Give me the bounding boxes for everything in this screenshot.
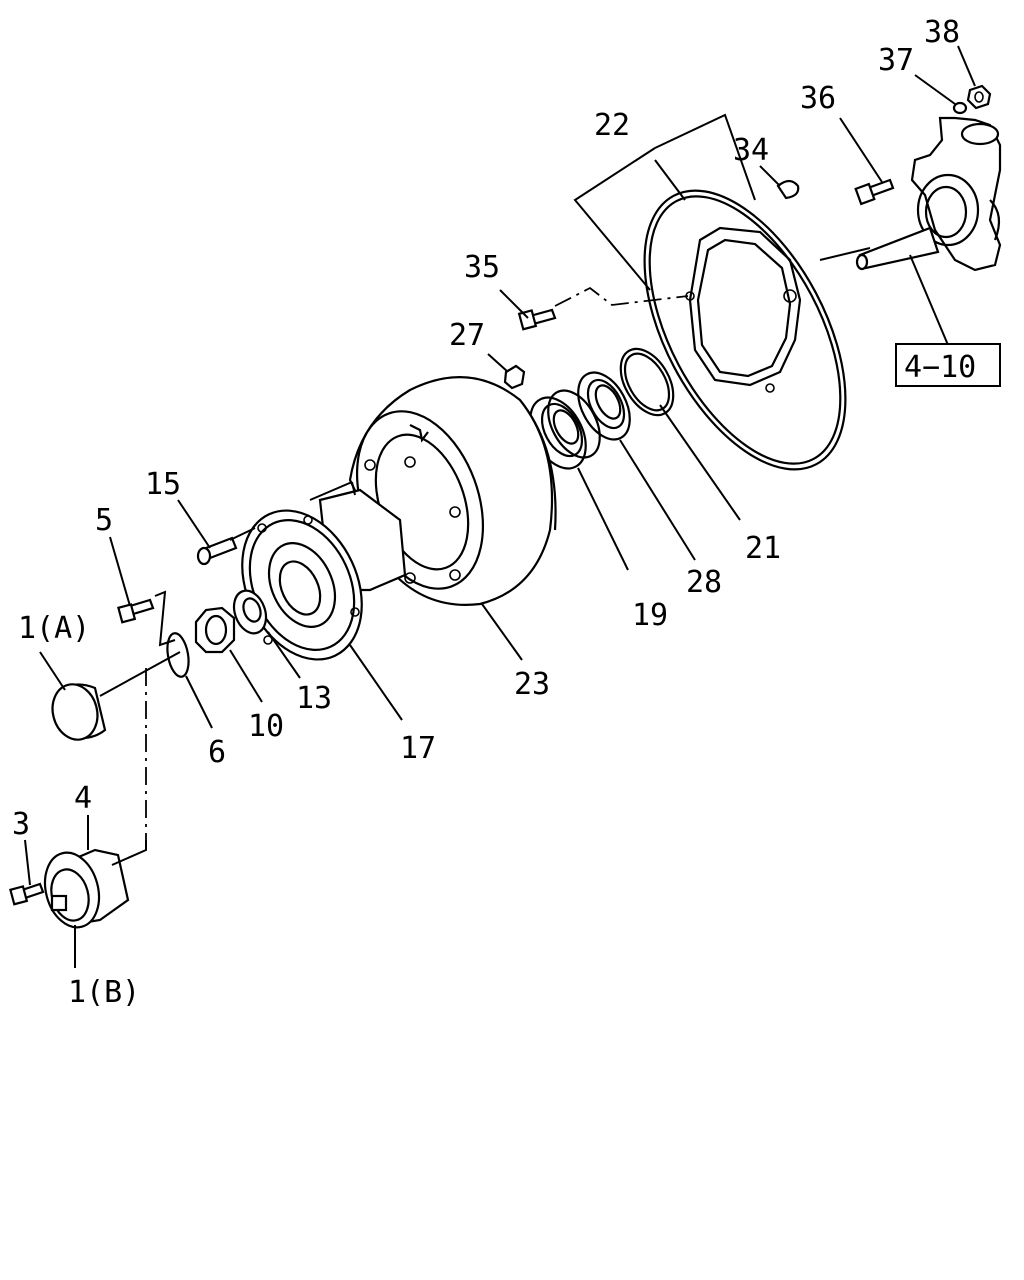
label-27: 27	[449, 318, 485, 353]
label-36: 36	[800, 81, 836, 116]
label-22: 22	[594, 108, 630, 143]
bolt-36	[854, 178, 895, 206]
hub	[241, 488, 407, 661]
label-1a: 1(A)	[18, 611, 90, 646]
hub-cap-a	[51, 683, 107, 741]
label-1b: 1(B)	[68, 975, 140, 1010]
label-23: 23	[514, 667, 550, 702]
label-5: 5	[95, 503, 113, 538]
label-38: 38	[924, 15, 960, 50]
label-35: 35	[464, 250, 500, 285]
nut-38	[966, 84, 992, 110]
label-34: 34	[733, 133, 769, 168]
label-13: 13	[296, 681, 332, 716]
label-17: 17	[400, 731, 436, 766]
callout-labels: 38 37 36 34 22 35 27 4−10 21 28 19 15 5 …	[12, 15, 1001, 1010]
stud-15	[196, 536, 238, 566]
seal-13	[232, 589, 268, 635]
back-plate	[643, 189, 847, 471]
clip-34	[776, 179, 800, 200]
bolt-35	[517, 308, 557, 331]
hub-cap-b	[43, 848, 130, 929]
nut-27	[503, 364, 526, 390]
label-15: 15	[145, 467, 181, 502]
label-10: 10	[248, 709, 284, 744]
label-4-10: 4−10	[904, 350, 976, 385]
hub-nut-10	[194, 606, 236, 654]
label-6: 6	[208, 735, 226, 770]
label-3: 3	[12, 807, 30, 842]
label-28: 28	[686, 565, 722, 600]
label-4: 4	[74, 781, 92, 816]
bolt-3	[9, 882, 45, 906]
washer-37	[952, 101, 968, 115]
leader-lines	[24, 45, 976, 968]
label-21: 21	[745, 531, 781, 566]
label-37: 37	[878, 43, 914, 78]
lock-washer-6	[166, 632, 190, 678]
steering-knuckle	[855, 116, 1002, 272]
reference-box-4-10: 4−10	[895, 343, 1001, 387]
label-19: 19	[632, 598, 668, 633]
bolt-5	[117, 598, 155, 624]
